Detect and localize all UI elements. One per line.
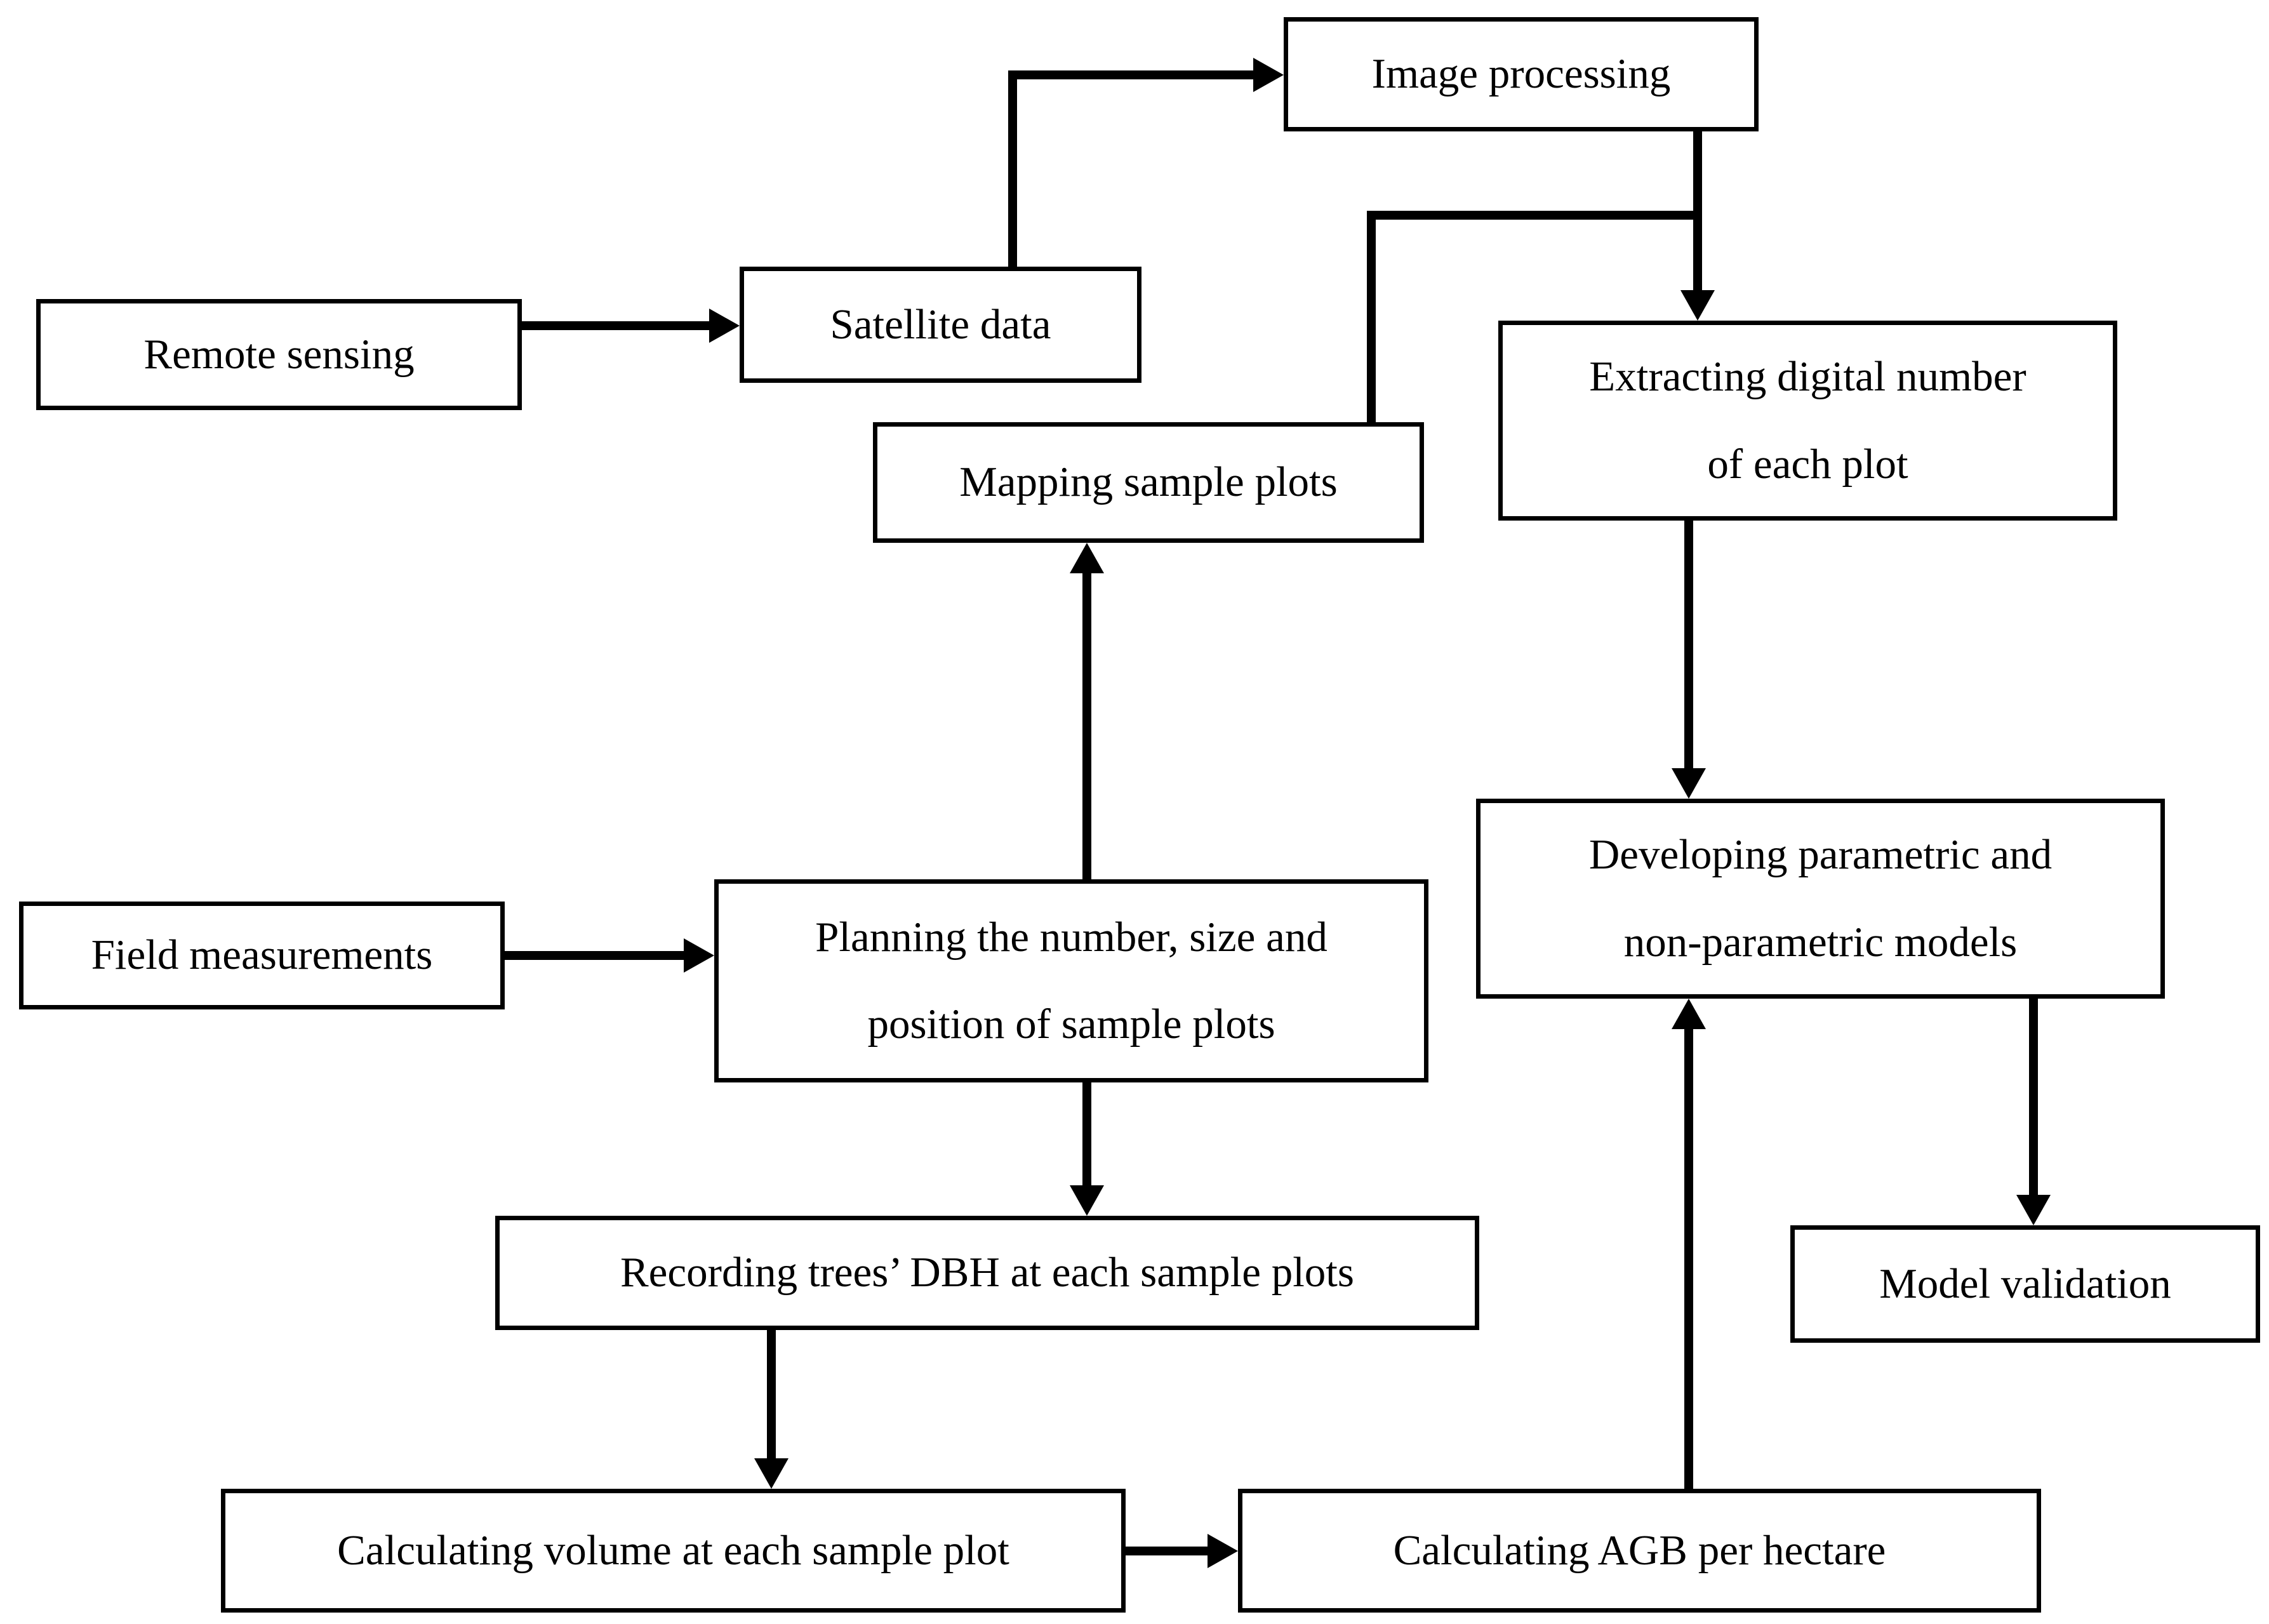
edge-developing-models-to-model-validation-arrowhead-icon: [2016, 1195, 2051, 1225]
node-model-validation: Model validation: [1790, 1225, 2260, 1343]
edge-developing-models-to-model-validation-line: [2029, 999, 2038, 1196]
edge-calculating-volume-to-agb-line: [1126, 1547, 1209, 1555]
node-recording-dbh: Recording trees’ DBH at each sample plot…: [495, 1216, 1479, 1330]
node-satellite-data-label: Satellite data: [830, 300, 1051, 348]
edge-image-processing-to-extracting-arrowhead-icon: [1680, 290, 1715, 321]
edge-satellite-data-to-image-processing-riser: [1008, 70, 1017, 267]
node-mapping-sample-plots-label: Mapping sample plots: [959, 458, 1338, 506]
node-developing-models-label: Developing parametric and non-parametric…: [1588, 831, 2053, 966]
edge-planning-to-mapping-line: [1082, 572, 1091, 879]
edge-extracting-to-developing-models-line: [1684, 521, 1693, 769]
edge-planning-to-mapping-arrowhead-icon: [1070, 543, 1104, 573]
node-satellite-data: Satellite data: [740, 267, 1141, 383]
edge-calculating-volume-to-agb-arrowhead-icon: [1208, 1534, 1238, 1568]
edge-field-measurements-to-planning-line: [505, 951, 685, 960]
node-recording-dbh-label: Recording trees’ DBH at each sample plot…: [620, 1249, 1354, 1296]
edge-image-processing-to-mapping-drop-line: [1367, 211, 1376, 422]
node-planning-sample-plots: Planning the number, size and position o…: [714, 879, 1428, 1082]
edge-satellite-data-to-image-processing-arrowhead-icon: [1253, 58, 1284, 92]
edge-agb-to-developing-models-line: [1684, 1028, 1693, 1489]
node-calculating-agb: Calculating AGB per hectare: [1238, 1489, 2041, 1613]
node-planning-sample-plots-label: Planning the number, size and position o…: [815, 913, 1327, 1048]
edge-remote-sensing-to-satellite-data-line: [522, 321, 710, 330]
node-developing-models: Developing parametric and non-parametric…: [1476, 799, 2165, 999]
edge-agb-to-developing-models-arrowhead-icon: [1672, 999, 1706, 1029]
node-calculating-volume-label: Calculating volume at each sample plot: [337, 1526, 1009, 1574]
node-extracting-digital-number-label: Extracting digital number of each plot: [1589, 353, 2026, 488]
node-field-measurements-label: Field measurements: [91, 931, 433, 979]
node-model-validation-label: Model validation: [1879, 1260, 2171, 1307]
edge-recording-to-calculating-volume-arrowhead-icon: [754, 1458, 788, 1489]
edge-planning-to-recording-line: [1082, 1082, 1091, 1187]
edge-satellite-data-to-image-processing-line: [1008, 70, 1253, 79]
edge-remote-sensing-to-satellite-data-arrowhead-icon: [709, 309, 740, 343]
node-mapping-sample-plots: Mapping sample plots: [873, 422, 1424, 543]
node-extracting-digital-number: Extracting digital number of each plot: [1498, 321, 2117, 521]
node-image-processing: Image processing: [1284, 17, 1759, 131]
node-image-processing-label: Image processing: [1371, 50, 1671, 98]
edge-field-measurements-to-planning-arrowhead-icon: [684, 938, 714, 973]
node-field-measurements: Field measurements: [19, 902, 505, 1009]
edge-planning-to-recording-arrowhead-icon: [1070, 1185, 1104, 1216]
edge-recording-to-calculating-volume-line: [767, 1330, 776, 1460]
node-calculating-agb-label: Calculating AGB per hectare: [1393, 1526, 1886, 1574]
edge-image-processing-to-mapping-branch-line: [1367, 211, 1702, 220]
edge-extracting-to-developing-models-arrowhead-icon: [1672, 768, 1706, 799]
node-remote-sensing-label: Remote sensing: [143, 330, 415, 378]
node-calculating-volume: Calculating volume at each sample plot: [221, 1489, 1126, 1613]
node-remote-sensing: Remote sensing: [36, 299, 522, 410]
